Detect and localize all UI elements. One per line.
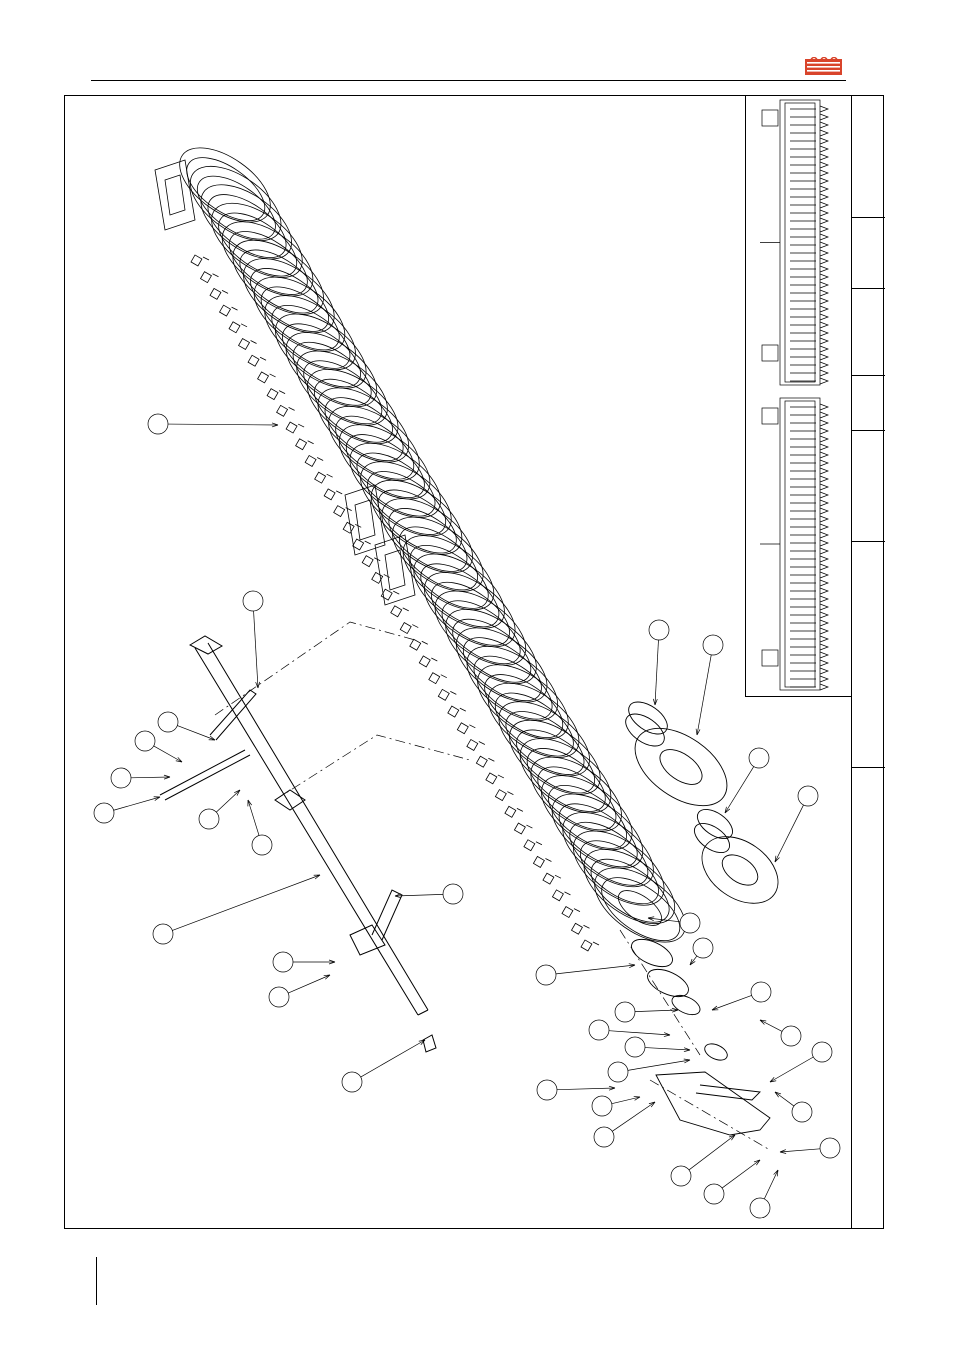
- callout-balloon: [615, 1002, 678, 1022]
- callout-balloon: [760, 1020, 801, 1046]
- overview-section: [780, 398, 820, 690]
- callout-balloon: [696, 635, 723, 735]
- scraper-bracket: [571, 923, 589, 934]
- scraper-bracket: [229, 322, 247, 333]
- scraper-bracket: [533, 856, 551, 867]
- scraper-bracket: [457, 723, 475, 734]
- callout-balloon: [750, 1170, 778, 1218]
- callout-balloon: [648, 913, 700, 933]
- callout-balloon: [135, 731, 182, 762]
- callout-balloon: [712, 982, 771, 1010]
- frame-beam: [160, 636, 436, 1052]
- scraper-bracket: [467, 740, 485, 751]
- scraper-bracket: [258, 372, 276, 383]
- scraper-bracket: [239, 339, 257, 350]
- callout-balloon: [775, 786, 818, 862]
- scraper-bracket: [220, 305, 238, 316]
- scraper-bracket: [353, 539, 371, 550]
- callout-balloon: [608, 1059, 690, 1082]
- callout-balloon: [780, 1138, 840, 1158]
- scraper-bracket: [296, 439, 314, 450]
- scraper-bracket: [543, 873, 561, 884]
- overview-section: [780, 100, 820, 385]
- scraper-bracket: [315, 472, 333, 483]
- callout-balloon: [775, 1092, 812, 1122]
- scraper-bracket: [410, 639, 428, 650]
- callout-balloon: [395, 884, 463, 904]
- callout-balloon: [158, 712, 215, 740]
- callout-balloon: [671, 1135, 735, 1186]
- footer-rule: [96, 1257, 97, 1305]
- overview-roller-plan-icon: [760, 100, 828, 690]
- scraper-bracket: [505, 806, 523, 817]
- scraper-bracket: [438, 689, 456, 700]
- scraper-bracket: [277, 405, 295, 416]
- callout-balloon: [704, 1160, 760, 1204]
- scraper-bracket: [552, 890, 570, 901]
- callout-balloon: [649, 620, 669, 705]
- callout-balloon: [148, 414, 278, 434]
- scraper-bracket: [248, 355, 266, 366]
- callout-balloon: [269, 975, 330, 1007]
- scraper-bracket: [286, 422, 304, 433]
- alignment-lines: [215, 622, 770, 1150]
- callout-balloon: [536, 964, 635, 985]
- scraper-bracket: [391, 606, 409, 617]
- scraper-bracket: [210, 288, 228, 299]
- callout-balloon: [248, 800, 272, 855]
- callout-balloon: [592, 1096, 640, 1116]
- scraper-bracket: [324, 489, 342, 500]
- callout-balloon: [243, 591, 263, 688]
- callout-balloon: [770, 1042, 832, 1082]
- callout-balloon: [342, 1040, 425, 1092]
- scraper-bracket: [448, 706, 466, 717]
- scraper-bracket: [486, 773, 504, 784]
- scraper-bracket: [201, 272, 219, 283]
- callout-balloon: [199, 790, 240, 829]
- callout-balloon: [111, 768, 170, 788]
- scraper-bracket: [267, 389, 285, 400]
- callout-balloon: [725, 748, 769, 813]
- scraper-bracket: [581, 940, 599, 951]
- scraper-brackets: [155, 160, 599, 951]
- scraper-bracket: [429, 673, 447, 684]
- scraper-bracket: [191, 255, 209, 266]
- roller-support-frame: [155, 160, 195, 230]
- callout-balloon: [589, 1020, 670, 1040]
- scraper-bracket: [400, 623, 418, 634]
- scraper-bracket: [419, 656, 437, 667]
- scraper-bracket: [562, 907, 580, 918]
- scraper-bracket: [524, 840, 542, 851]
- roller-support-frame: [345, 485, 385, 555]
- callout-balloon: [690, 938, 713, 965]
- scraper-bracket: [476, 756, 494, 767]
- scraper-bracket: [495, 790, 513, 801]
- scraper-bracket: [334, 506, 352, 517]
- callout-balloon: [273, 952, 335, 972]
- roller-discs: [167, 133, 698, 957]
- scraper-bracket: [305, 455, 323, 466]
- scraper-bracket: [514, 823, 532, 834]
- callout-balloon: [153, 875, 320, 944]
- callout-balloon: [94, 797, 160, 823]
- callout-balloon: [625, 1037, 690, 1057]
